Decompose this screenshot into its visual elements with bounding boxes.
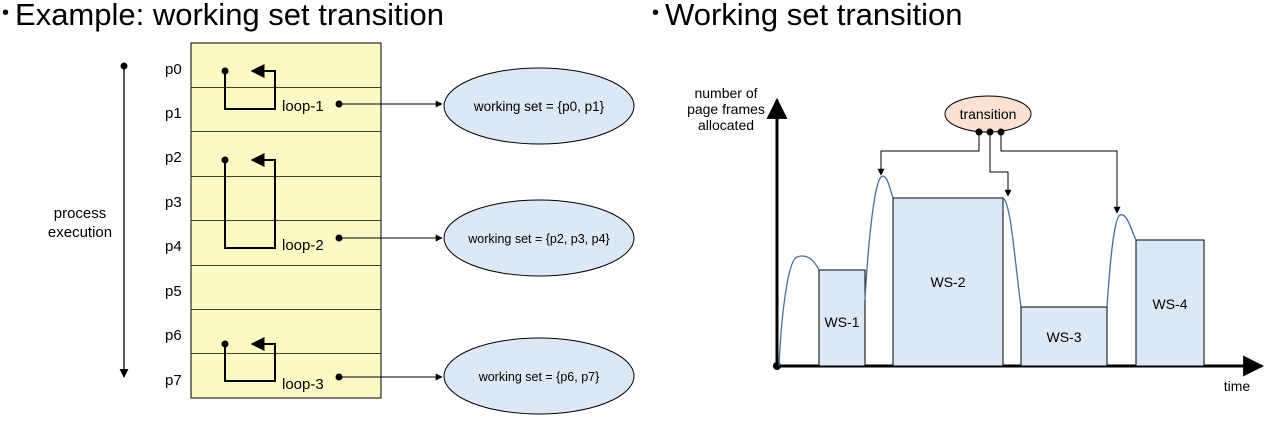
loop-1-label: loop-1 — [282, 98, 324, 115]
y-axis-label-line1: number of — [694, 85, 757, 101]
working-set-1-ellipse — [443, 67, 635, 145]
loop-2-shape — [221, 153, 276, 249]
process-execution-arrow — [119, 62, 129, 378]
ws-1-block — [818, 269, 866, 367]
page-label-p3: p3 — [165, 194, 182, 211]
left-heading-text: Example: working set transition — [15, 0, 445, 32]
transition-arrow-3 — [1000, 132, 1121, 214]
transition-connectors — [877, 128, 1121, 214]
working-set-blocks — [818, 197, 1205, 367]
working-set-3-ellipse — [443, 337, 635, 415]
page-label-p7: p7 — [165, 372, 182, 389]
process-label-line1: process — [54, 205, 107, 222]
working-set-2-ellipse — [443, 199, 635, 277]
process-label-line2: execution — [48, 224, 112, 241]
loop-1-connector — [335, 100, 443, 108]
page-label-p5: p5 — [165, 283, 182, 300]
allocation-curve — [778, 175, 1137, 367]
page-labels: p0 p1 p2 p3 p4 p5 p6 p7 — [165, 61, 182, 389]
ws-3-block — [1020, 306, 1108, 367]
ws-4-block — [1135, 239, 1205, 367]
loop-2-label: loop-2 — [282, 237, 324, 254]
right-heading: •Working set transition — [652, 0, 963, 33]
y-axis-label-line2: page frames — [687, 101, 765, 117]
page-table — [190, 42, 382, 399]
ws-4-label: WS-4 — [1153, 296, 1188, 312]
loop-2-connector — [335, 234, 443, 242]
page-label-p0: p0 — [165, 61, 182, 78]
ws-2-block — [892, 197, 1004, 367]
left-heading: •Example: working set transition — [2, 0, 444, 33]
page-label-p2: p2 — [165, 149, 182, 166]
transition-arrow-2 — [989, 132, 1012, 197]
working-set-2-label: working set = {p2, p3, p4} — [467, 232, 609, 246]
working-set-1-label: working set = {p0, p1} — [473, 99, 605, 114]
transition-label: transition — [960, 106, 1017, 122]
loop-3-label: loop-3 — [282, 376, 324, 393]
page-label-p6: p6 — [165, 327, 182, 344]
loop-1-shape — [221, 64, 276, 110]
transition-arrow-1 — [877, 132, 980, 176]
axis-origin-dot — [773, 362, 781, 370]
working-set-3-label: working set = {p6, p7} — [478, 370, 600, 384]
right-heading-text: Working set transition — [665, 0, 963, 32]
loop-3-connector — [335, 373, 443, 381]
ws-1-label: WS-1 — [825, 314, 860, 330]
page-label-p1: p1 — [165, 105, 182, 122]
ws-2-label: WS-2 — [931, 274, 966, 290]
x-axis-label: time — [1224, 378, 1251, 394]
y-axis-label-line3: allocated — [698, 117, 754, 133]
ws-3-label: WS-3 — [1047, 329, 1082, 345]
page-label-p4: p4 — [165, 238, 182, 255]
loop-3-shape — [221, 337, 276, 382]
